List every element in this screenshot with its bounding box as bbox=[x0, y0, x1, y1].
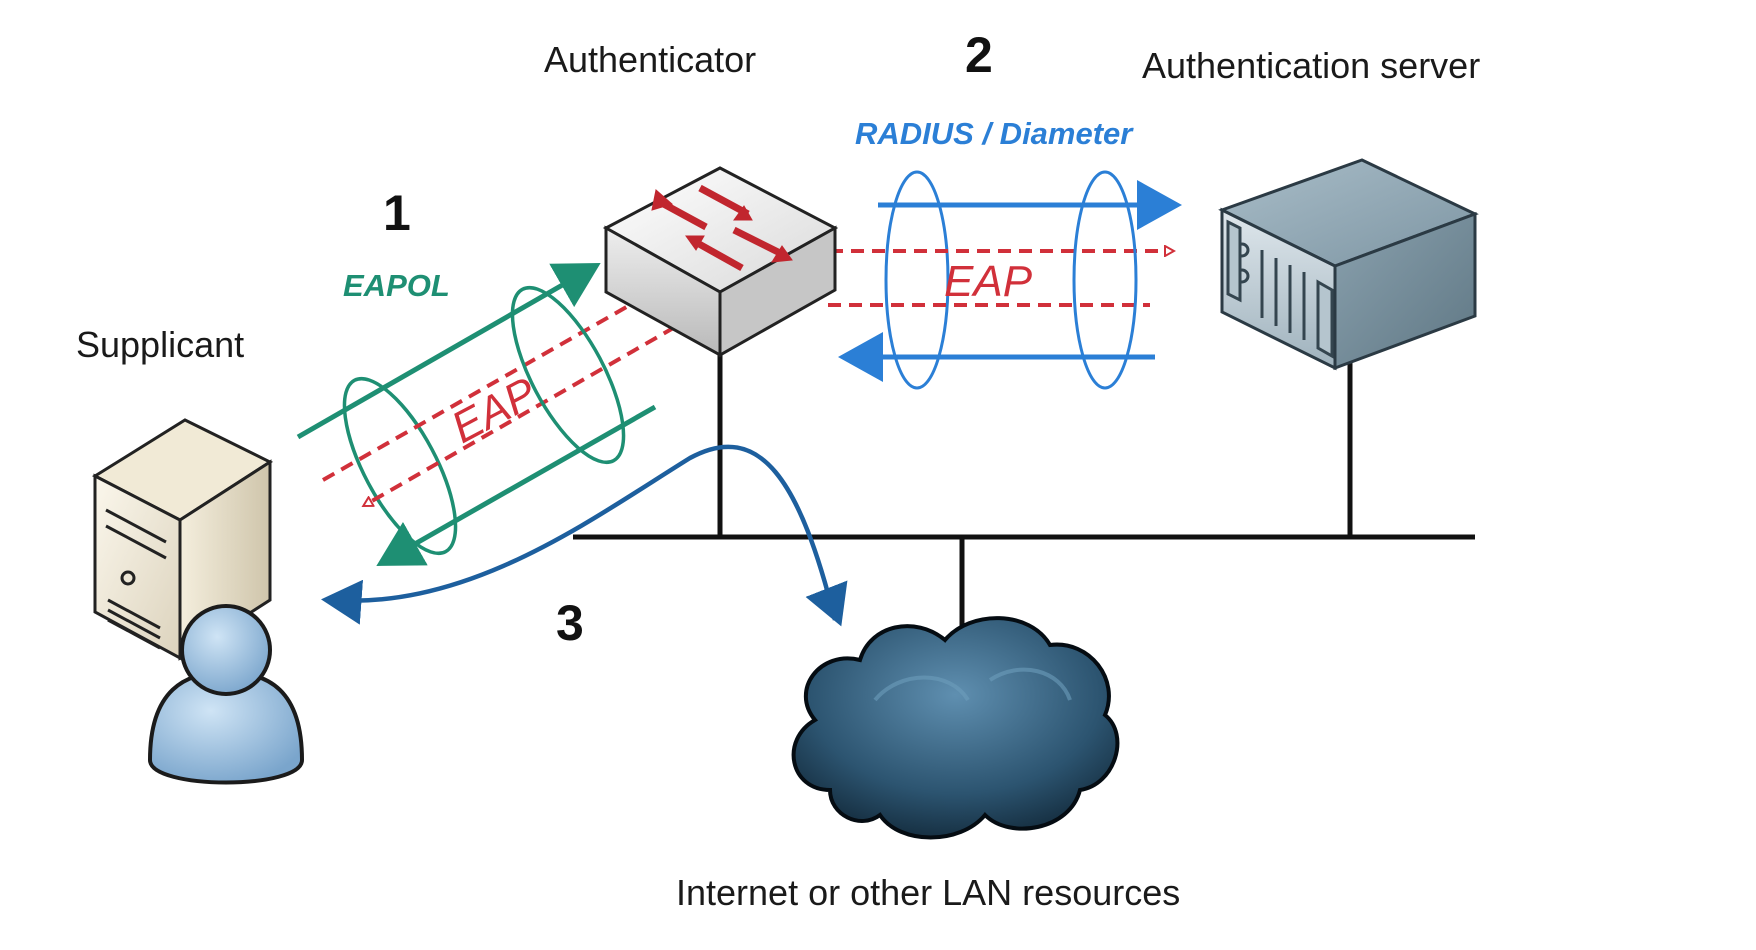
network-bus bbox=[573, 355, 1475, 640]
access-flow bbox=[321, 444, 848, 627]
eap-dashed-arrow-left bbox=[365, 325, 676, 505]
access-arrow-to-cloud-tip bbox=[805, 580, 848, 627]
step-1-label: 1 bbox=[383, 185, 411, 241]
supplicant-label: Supplicant bbox=[76, 324, 244, 365]
eapol-tunnel bbox=[296, 263, 676, 566]
radius-tunnel-ring-right bbox=[1072, 170, 1138, 390]
eapol-label: EAPOL bbox=[343, 268, 450, 303]
internet-label: Internet or other LAN resources bbox=[676, 872, 1180, 913]
cloud-icon bbox=[791, 616, 1120, 840]
workstation-icon bbox=[91, 418, 274, 661]
eapol-tunnel-ring-right bbox=[510, 285, 626, 465]
authenticator-label: Authenticator bbox=[544, 39, 756, 80]
eapol-arrow-up bbox=[296, 263, 601, 440]
eap-label-right: EAP bbox=[944, 257, 1033, 306]
auth-server-label: Authentication server bbox=[1142, 45, 1480, 86]
radius-tunnel bbox=[828, 170, 1182, 390]
step-3-label: 3 bbox=[556, 595, 584, 651]
eapol-arrow-down bbox=[376, 404, 657, 566]
access-arrow bbox=[321, 444, 838, 625]
eapol-tunnel-ring-left bbox=[342, 376, 458, 556]
network-switch-icon bbox=[602, 166, 839, 358]
step-2-label: 2 bbox=[965, 27, 993, 83]
radius-diameter-label: RADIUS / Diameter bbox=[855, 116, 1134, 151]
rack-server-icon bbox=[1218, 158, 1479, 371]
radius-tunnel-ring-left bbox=[884, 170, 950, 390]
eap-dashed-line-left-upper bbox=[322, 303, 631, 482]
user-icon bbox=[147, 604, 305, 785]
